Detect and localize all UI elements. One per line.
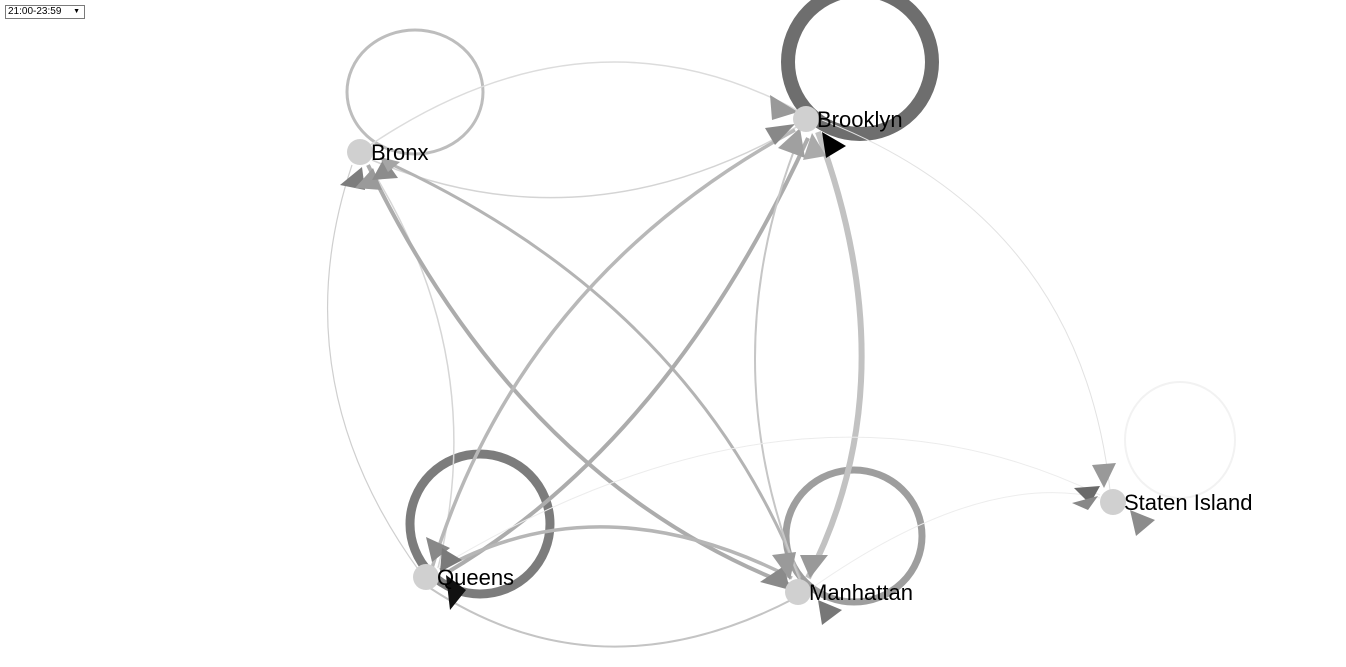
edge-loop-staten xyxy=(1124,381,1236,499)
arrowhead xyxy=(803,133,826,160)
arrowhead xyxy=(800,555,828,578)
arrowhead xyxy=(760,566,790,590)
arrowhead xyxy=(426,537,450,562)
arrowhead xyxy=(765,124,795,145)
edge-bronx-queens-outer xyxy=(327,164,421,573)
edge-brooklyn-queens-a xyxy=(430,128,796,569)
node-queens[interactable]: Queens xyxy=(413,564,514,590)
edge-loop-queens xyxy=(405,449,555,599)
node-label-bronx: Bronx xyxy=(371,140,428,165)
arrowhead xyxy=(818,600,842,625)
edge-bronx-manhattan-a xyxy=(366,164,791,587)
edge-queens-manhattan-a xyxy=(439,525,793,580)
arrowhead xyxy=(822,132,846,158)
edge-queens-staten xyxy=(437,436,1101,569)
node-bronx[interactable]: Bronx xyxy=(347,139,428,165)
chevron-down-icon: ▼ xyxy=(73,8,80,15)
arrowhead xyxy=(1074,486,1100,504)
arrowhead xyxy=(372,158,398,180)
edge-brooklyn-queens-b xyxy=(446,137,810,574)
arrowhead xyxy=(355,168,382,190)
arrowhead xyxy=(1130,510,1155,536)
edge-loop-manhattan xyxy=(782,466,926,606)
node-brooklyn[interactable]: Brooklyn xyxy=(793,106,903,132)
node-manhattan[interactable]: Manhattan xyxy=(785,579,913,605)
arrowhead xyxy=(1072,496,1098,510)
time-range-value: 21:00-23:59 xyxy=(8,6,62,17)
edge-manhattan-staten xyxy=(811,492,1101,589)
arrowhead xyxy=(1092,463,1116,488)
time-range-select[interactable]: 21:00-23:59 ▼ xyxy=(5,5,85,19)
node-label-brooklyn: Brooklyn xyxy=(817,107,903,132)
node-label-staten-island: Staten Island xyxy=(1124,490,1252,515)
arrowhead xyxy=(440,548,462,572)
edge-brooklyn-manhattan-a xyxy=(805,130,865,580)
edge-brooklyn-staten xyxy=(821,119,1111,491)
edge-bronx-manhattan-b xyxy=(381,158,802,579)
node-staten-island[interactable]: Staten Island xyxy=(1100,489,1252,515)
arrowhead xyxy=(778,128,805,158)
edge-loop-brooklyn xyxy=(781,0,939,141)
node-label-queens: Queens xyxy=(437,565,514,590)
arrowhead xyxy=(446,575,466,610)
edge-loop-bronx xyxy=(345,28,485,156)
arrowhead xyxy=(772,552,796,580)
node-label-manhattan: Manhattan xyxy=(809,580,913,605)
edge-queens-manhattan-b xyxy=(429,587,796,648)
arrowhead xyxy=(380,157,400,172)
edge-bronx-queens-inner xyxy=(371,169,455,569)
edge-brooklyn-bronx xyxy=(371,124,801,199)
edge-bronx-brooklyn xyxy=(359,61,801,153)
edge-brooklyn-manhattan-b xyxy=(754,134,801,581)
arrowhead xyxy=(770,95,798,120)
